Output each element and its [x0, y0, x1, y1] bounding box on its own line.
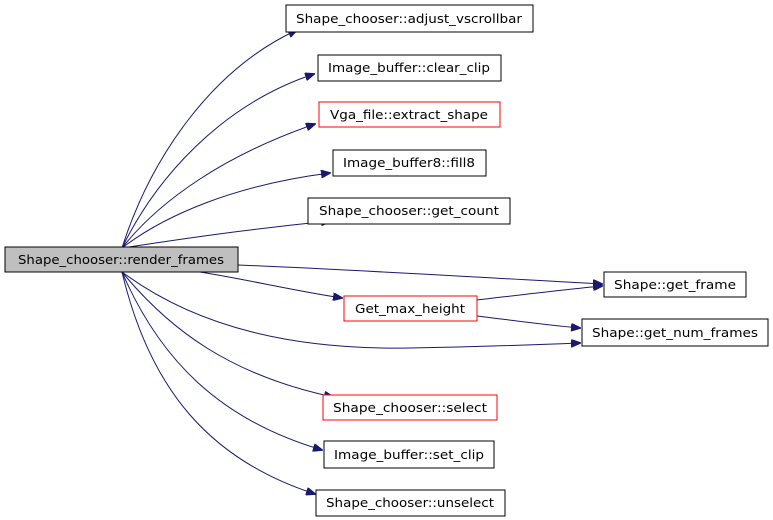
node-get-max-height[interactable]: Get_max_height — [343, 295, 478, 322]
edge-render-frames-to-adjust-vscrollbar — [121, 30, 297, 249]
node-get-frame[interactable]: Shape::get_frame — [603, 271, 747, 298]
node-get-num-frames-label: Shape::get_num_frames — [592, 326, 758, 340]
node-get-frame-label: Shape::get_frame — [614, 278, 736, 292]
node-render-frames-box — [4, 246, 239, 273]
edge-render-frames-to-get-max-height — [199, 271, 342, 298]
edge-render-frames-to-unselect — [121, 271, 315, 494]
edge-render-frames-to-fill8 — [121, 173, 330, 249]
node-extract-shape-box — [318, 101, 501, 128]
node-adjust-vscrollbar[interactable]: Shape_chooser::adjust_vscrollbar — [285, 4, 534, 33]
node-render-frames[interactable]: Shape_chooser::render_frames — [4, 246, 239, 273]
node-extract-shape[interactable]: Vga_file::extract_shape — [318, 101, 501, 128]
node-set-clip[interactable]: Image_buffer::set_clip — [323, 440, 495, 469]
node-unselect-label: Shape_chooser::unselect — [326, 496, 494, 510]
node-fill8-box — [332, 149, 487, 177]
node-unselect[interactable]: Shape_chooser::unselect — [315, 489, 506, 517]
nodes-layer: Shape_chooser::render_frames Shape_choos… — [4, 4, 769, 517]
edge-render-frames-to-get-count — [121, 221, 330, 249]
node-set-clip-label: Image_buffer::set_clip — [334, 448, 484, 462]
edge-render-frames-to-get-num-frames — [121, 271, 580, 349]
node-get-max-height-label: Get_max_height — [355, 302, 465, 316]
node-clear-clip[interactable]: Image_buffer::clear_clip — [317, 54, 502, 82]
node-select-box — [322, 394, 498, 421]
node-get-num-frames-box — [581, 318, 769, 347]
edge-render-frames-to-select — [121, 271, 333, 397]
node-get-num-frames[interactable]: Shape::get_num_frames — [581, 318, 769, 347]
node-get-count-label: Shape_chooser::get_count — [319, 204, 499, 218]
node-get-max-height-box — [343, 295, 478, 322]
node-fill8-label: Image_buffer8::fill8 — [343, 156, 475, 170]
edge-get-max-height-to-get-num-frames — [476, 315, 580, 328]
node-select-label: Shape_chooser::select — [333, 401, 487, 415]
edges-layer — [121, 30, 602, 494]
edge-render-frames-to-set-clip — [121, 271, 322, 450]
node-extract-shape-label: Vga_file::extract_shape — [330, 108, 488, 122]
edge-render-frames-to-get-frame — [237, 264, 602, 284]
node-render-frames-label: Shape_chooser::render_frames — [18, 253, 224, 267]
edge-get-max-height-to-get-frame — [476, 286, 602, 301]
edge-render-frames-to-clear-clip — [121, 74, 314, 249]
node-fill8[interactable]: Image_buffer8::fill8 — [332, 149, 487, 177]
node-adjust-vscrollbar-label: Shape_chooser::adjust_vscrollbar — [296, 12, 522, 26]
node-clear-clip-label: Image_buffer::clear_clip — [328, 61, 490, 75]
node-get-frame-box — [603, 271, 747, 298]
node-get-count[interactable]: Shape_chooser::get_count — [307, 197, 511, 225]
node-clear-clip-box — [317, 54, 502, 82]
node-set-clip-box — [323, 440, 495, 469]
node-adjust-vscrollbar-box — [285, 4, 534, 33]
edge-render-frames-to-extract-shape — [121, 124, 315, 249]
node-unselect-box — [315, 489, 506, 517]
node-select[interactable]: Shape_chooser::select — [322, 394, 498, 421]
node-get-count-box — [307, 197, 511, 225]
